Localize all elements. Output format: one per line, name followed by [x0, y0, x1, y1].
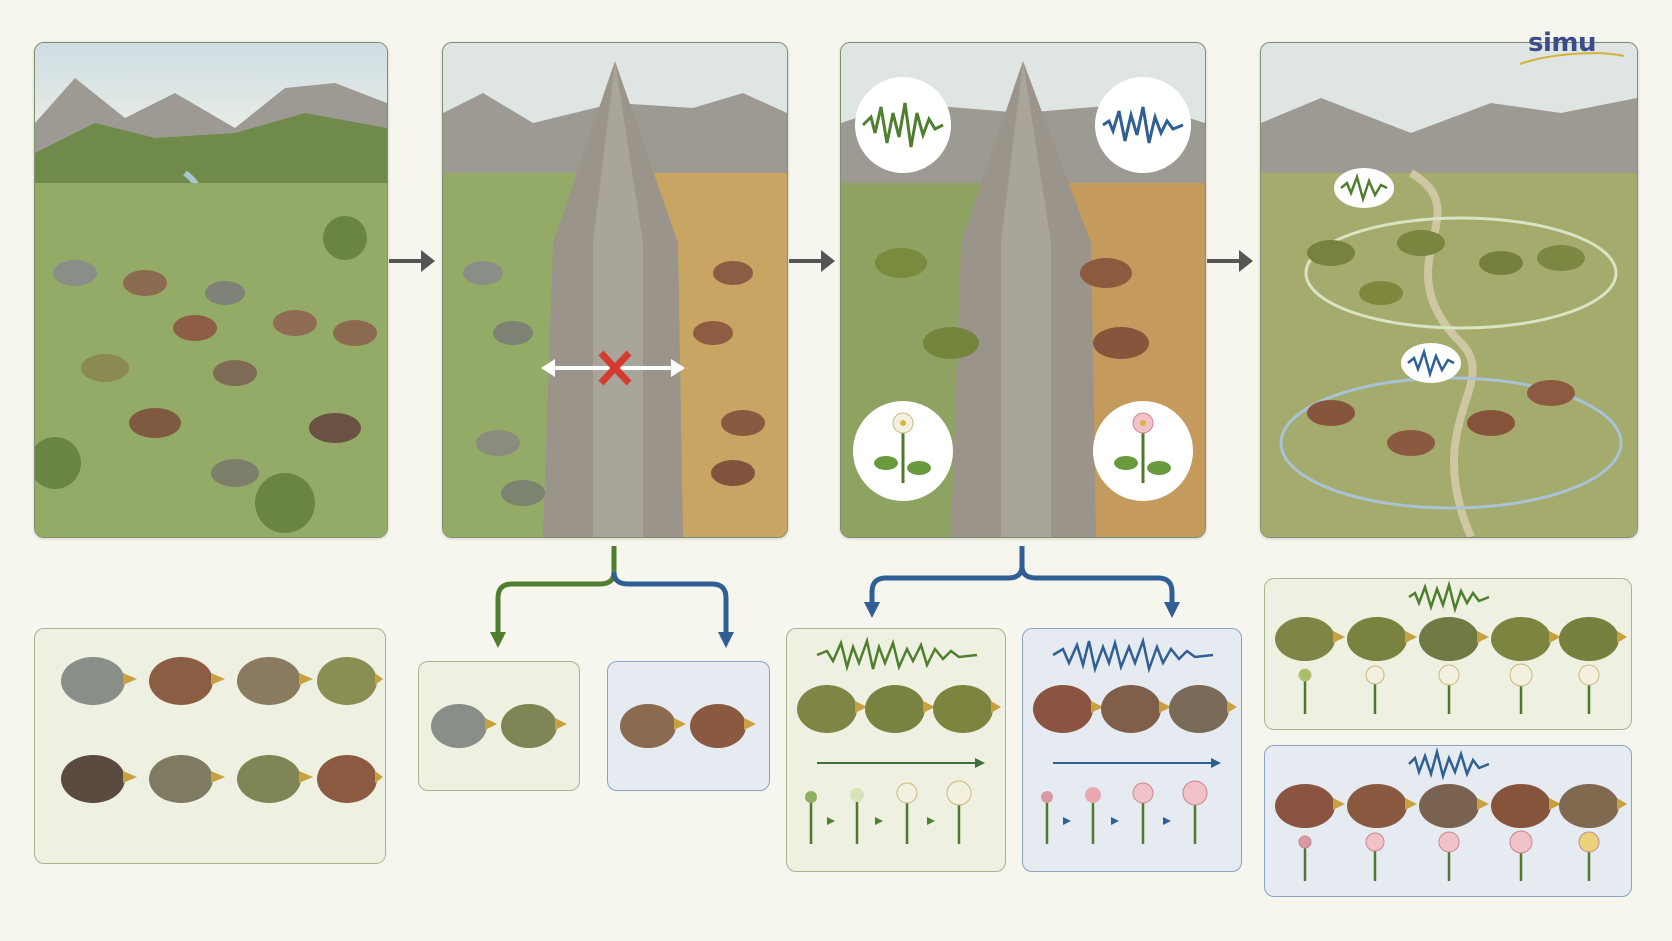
bird-head-icon: [797, 685, 1001, 733]
branch-arrow-split-2: [864, 546, 1180, 618]
flower-progression: [1045, 799, 1197, 844]
bird-head-icon: [61, 657, 383, 803]
scene-ancestral-population: [34, 42, 388, 538]
soundwave-icon: [1408, 747, 1490, 781]
trait-box-blue-divergence: [1022, 628, 1242, 872]
soundwave-icon: [855, 77, 951, 173]
mating-group-ring: [1279, 376, 1623, 510]
bird-head-icon: [431, 704, 567, 748]
branch-arrow-split-1: [490, 546, 734, 648]
soundwave-icon: [1095, 77, 1191, 173]
trait-box-blue-lineage: [607, 661, 770, 791]
soundwave-icon: [816, 636, 978, 672]
bird-head-icon: [1275, 617, 1627, 661]
bird-head-icon: [1033, 685, 1237, 733]
trait-box-blue-species: [1264, 745, 1632, 897]
blocked-x-icon: [541, 350, 685, 386]
scene-geographic-barrier: [442, 42, 788, 538]
bird-head-icon: [620, 704, 756, 748]
bird-group: [1307, 230, 1585, 456]
arrow-right-icon: [789, 250, 835, 272]
trait-box-green-species: [1264, 578, 1632, 730]
trait-box-ancestral-heads: [34, 628, 386, 864]
bird-group: [53, 260, 377, 487]
bird-group: [875, 248, 1149, 359]
speech-bubble-song: [1401, 343, 1461, 383]
scene-divergence: [840, 42, 1206, 538]
scene-isolated-species: [1260, 42, 1638, 538]
arrow-right-icon: [1207, 250, 1253, 272]
flower-icon: [853, 401, 953, 501]
bird-head-icon: [1275, 784, 1627, 828]
soundwave-icon: [1052, 636, 1214, 674]
trait-box-green-lineage: [418, 661, 580, 791]
arrow-right-icon: [389, 250, 435, 272]
trait-box-green-divergence: [786, 628, 1006, 872]
mating-group-ring: [1304, 216, 1618, 330]
soundwave-icon: [1408, 580, 1490, 614]
logo-swoosh-icon: [1519, 52, 1625, 65]
bird-group: [463, 261, 765, 506]
speech-bubble-song: [1334, 168, 1394, 208]
flower-progression: [809, 799, 961, 844]
flower-icon: [1093, 401, 1193, 501]
